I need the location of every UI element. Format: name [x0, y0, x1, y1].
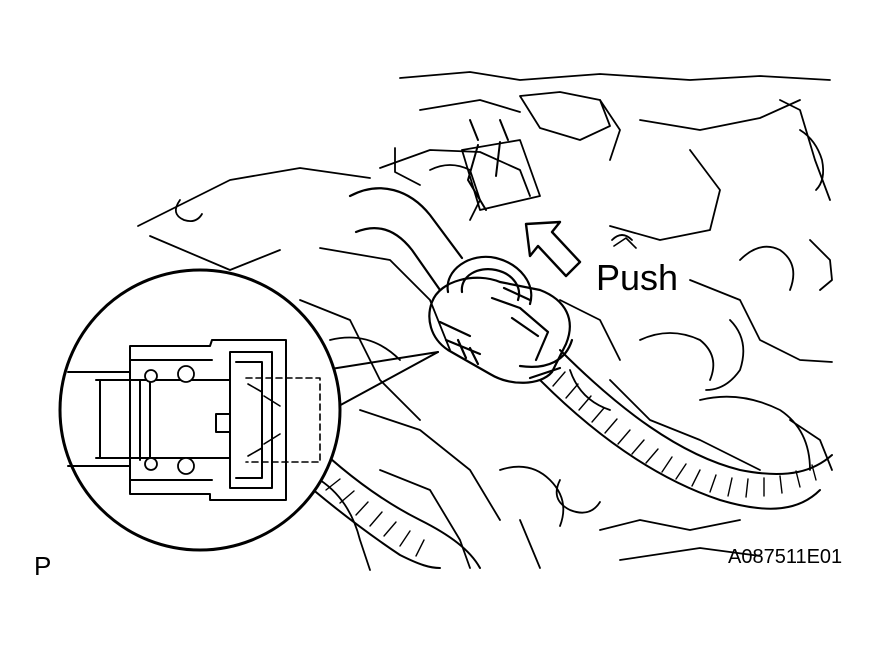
- arrow-up-left-icon: [524, 220, 582, 278]
- quick-connector: [428, 255, 574, 384]
- push-label: Push: [596, 257, 679, 298]
- wiring-harness: [289, 349, 833, 569]
- magnified-detail: [58, 268, 342, 552]
- hose: [348, 119, 541, 292]
- leader-tick: [613, 237, 637, 249]
- view-code-label: P: [34, 551, 52, 581]
- engine-background: [137, 71, 833, 571]
- figure-id-label: A087511E01: [728, 546, 843, 568]
